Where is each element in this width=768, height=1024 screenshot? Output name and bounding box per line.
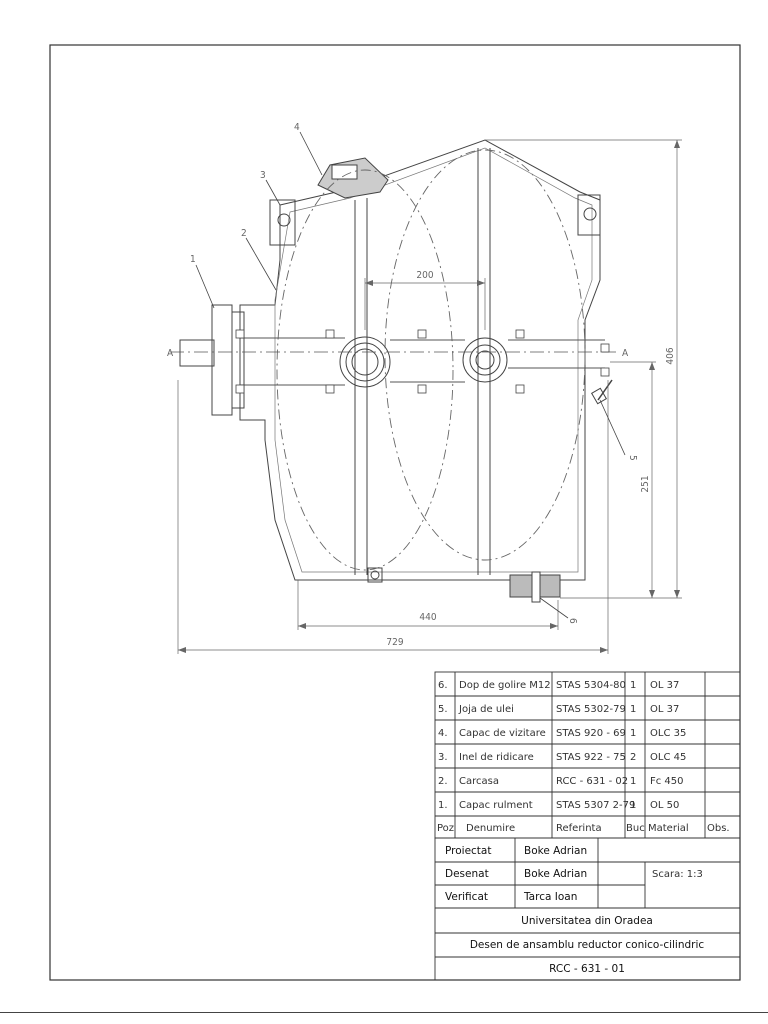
section-mark-right: A <box>622 348 629 359</box>
dim-center-distance: 200 <box>416 270 433 281</box>
bom-header-material: Material <box>648 823 689 834</box>
bom-qty: 1 <box>630 680 636 691</box>
name-verificat: Tarca Ioan <box>523 891 577 903</box>
bom-material: OLC 35 <box>650 728 686 739</box>
bom-header-qty: Buc <box>626 823 645 834</box>
bom-qty: 1 <box>630 776 636 787</box>
dimension-lines <box>177 139 682 654</box>
bom-name: Capac rulment <box>459 800 533 811</box>
bom-ref: STAS 922 - 75 <box>556 752 626 763</box>
bom-material: Fc 450 <box>650 776 684 787</box>
callout-numbers: 1 2 3 4 5 6 A A <box>167 122 638 624</box>
bom-pos: 1. <box>438 800 448 811</box>
bom-ref: STAS 920 - 69 <box>556 728 626 739</box>
label-proiectat: Proiectat <box>445 845 491 857</box>
bom-header-row: Poz Denumire Referinta Buc Material Obs. <box>437 823 730 834</box>
bom-qty: 1 <box>630 704 636 715</box>
bom-header-pos: Poz <box>437 823 454 834</box>
bom-qty: 1 <box>630 728 636 739</box>
bom-pos: 4. <box>438 728 448 739</box>
dimension-values: 200 440 729 406 251 <box>386 270 676 648</box>
bom-name: Capac de vizitare <box>459 728 546 739</box>
title-block-text: Proiectat Boke Adrian Desenat Boke Adria… <box>445 845 704 975</box>
bom-ref: RCC - 631 - 02 <box>556 776 628 787</box>
sheet-frame <box>49 44 741 981</box>
callout-4: 4 <box>294 122 300 133</box>
bom-name: Dop de golire M12 <box>459 680 551 691</box>
bom-ref: STAS 5304-80 <box>556 680 626 691</box>
bom-header-name: Denumire <box>466 823 515 834</box>
bom-material: OL 37 <box>650 704 679 715</box>
bearings <box>339 336 508 388</box>
bom-pos: 2. <box>438 776 448 787</box>
bom-name: Joja de ulei <box>458 704 514 715</box>
bom-ref: STAS 5307 2-79 <box>556 800 635 811</box>
section-mark-left: A <box>167 348 174 359</box>
label-desenat: Desenat <box>445 868 489 880</box>
callout-6: 6 <box>567 618 578 624</box>
dim-base-length: 440 <box>419 612 436 623</box>
bom-pos: 5. <box>438 704 448 715</box>
callout-2: 2 <box>241 228 247 239</box>
bom-qty: 1 <box>630 800 636 811</box>
bom-pos: 3. <box>438 752 448 763</box>
bom-header-obs: Obs. <box>707 823 730 834</box>
drawing-number: RCC - 631 - 01 <box>549 963 625 975</box>
scale: Scara: 1:3 <box>652 869 703 880</box>
part-callouts <box>195 131 626 619</box>
bom-pos: 6. <box>438 680 448 691</box>
bom-material: OLC 45 <box>650 752 686 763</box>
drawing-title: Desen de ansamblu reductor conico-cilind… <box>470 939 705 951</box>
bom-name: Inel de ridicare <box>459 752 534 763</box>
label-verificat: Verificat <box>445 891 488 903</box>
dim-overall-height: 406 <box>665 347 676 364</box>
dim-shaft-height: 251 <box>640 475 651 492</box>
bom-header-ref: Referinta <box>556 823 602 834</box>
bom-ref: STAS 5302-79 <box>556 704 626 715</box>
bom-rows: 6. Dop de golire M12 STAS 5304-80 1 OL 3… <box>437 680 730 834</box>
name-proiectat: Boke Adrian <box>524 845 587 857</box>
bolts <box>235 329 610 394</box>
bom-row: 1. Capac rulment STAS 5307 2-79 1 OL 50 <box>438 800 679 811</box>
bom-row: 6. Dop de golire M12 STAS 5304-80 1 OL 3… <box>438 680 679 691</box>
title-block <box>434 837 741 981</box>
gearbox-housing <box>179 139 613 603</box>
bom-material: OL 37 <box>650 680 679 691</box>
callout-1: 1 <box>190 254 196 265</box>
bom-material: OL 50 <box>650 800 679 811</box>
dim-overall-length: 729 <box>386 637 403 648</box>
bom-row: 4. Capac de vizitare STAS 920 - 69 1 OLC… <box>438 728 686 739</box>
bom-name: Carcasa <box>459 776 499 787</box>
bom-row: 5. Joja de ulei STAS 5302-79 1 OL 37 <box>438 704 679 715</box>
dimension-arrows <box>178 140 680 653</box>
page-bottom-rule <box>0 1012 768 1013</box>
bom-row: 3. Inel de ridicare STAS 922 - 75 2 OLC … <box>438 752 686 763</box>
callout-5: 5 <box>627 455 638 461</box>
callout-3: 3 <box>260 170 266 181</box>
bom-qty: 2 <box>630 752 636 763</box>
gear-pitch-circles <box>276 149 586 571</box>
shaft <box>170 337 620 386</box>
name-desenat: Boke Adrian <box>524 868 587 880</box>
university-name: Universitatea din Oradea <box>521 915 653 927</box>
bom-row: 2. Carcasa RCC - 631 - 02 1 Fc 450 <box>438 776 684 787</box>
